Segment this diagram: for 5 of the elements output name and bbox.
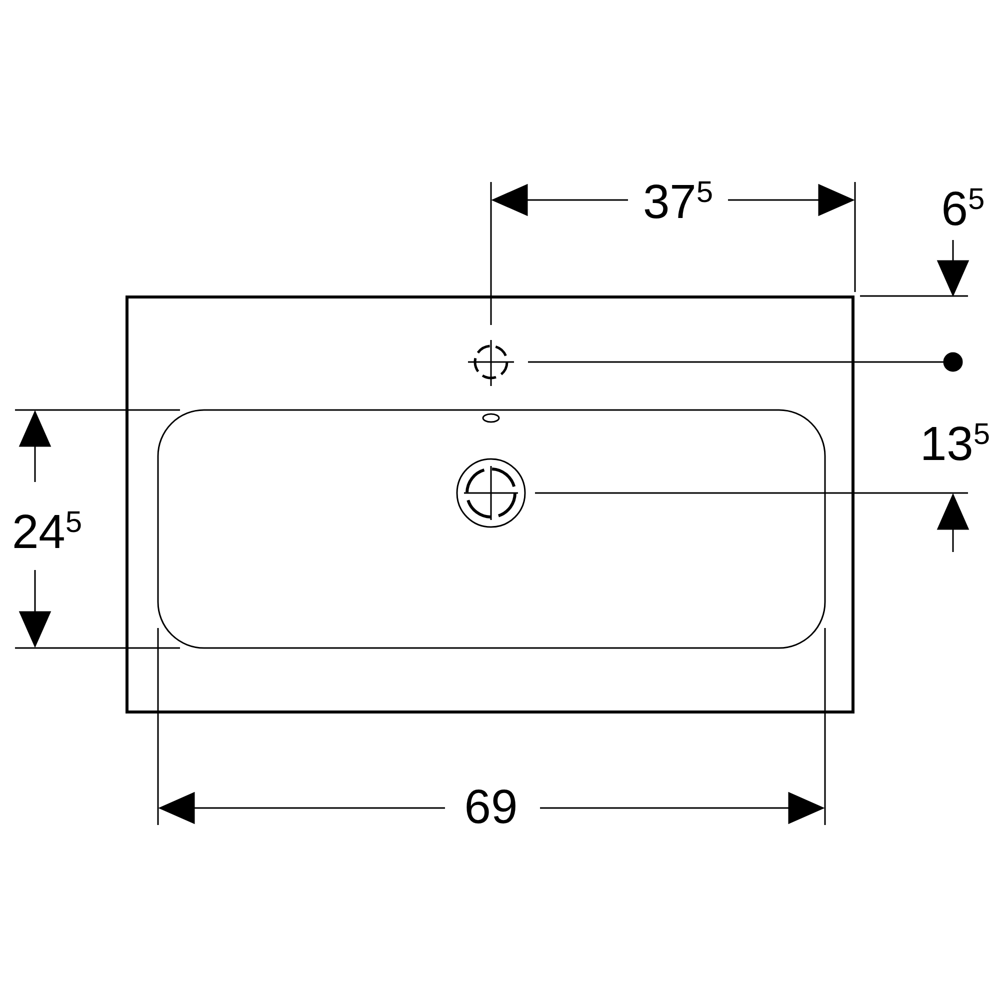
dimension-label: 6$^{5}$	[941, 186, 985, 234]
dimension-label: 37$^{5}$	[642, 179, 714, 227]
dimension-label: 24$^{5}$	[12, 509, 82, 557]
dimension-label: 69	[464, 784, 518, 832]
dimension-label: 13$^{5}$	[920, 421, 990, 469]
